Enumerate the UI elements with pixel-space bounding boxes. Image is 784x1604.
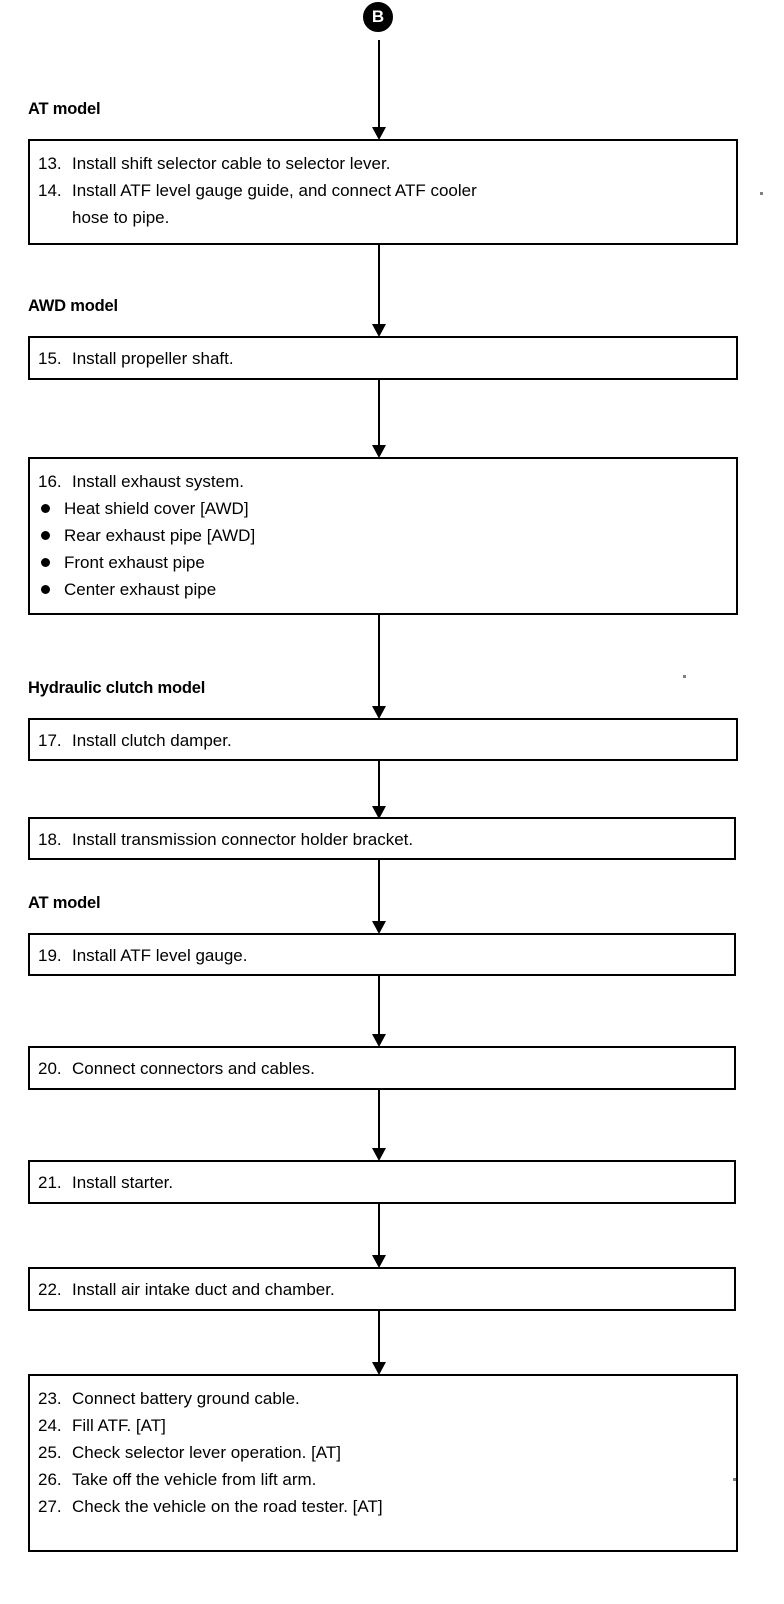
- bullet-text: Rear exhaust pipe [AWD]: [64, 526, 256, 545]
- step-list: 15. Install propeller shaft.: [38, 345, 736, 372]
- scan-speck: [683, 675, 686, 678]
- step-line: 18. Install transmission connector holde…: [38, 826, 734, 853]
- step-box-16: 16. Install exhaust system. Heat shield …: [28, 457, 738, 615]
- step-text: Install transmission connector holder br…: [72, 830, 414, 849]
- bullet-item: Front exhaust pipe: [38, 549, 736, 576]
- step-box-17: 17. Install clutch damper.: [28, 718, 738, 761]
- step-text: Install propeller shaft.: [72, 349, 234, 368]
- step-line: 20. Connect connectors and cables.: [38, 1055, 734, 1082]
- bullet-item: Center exhaust pipe: [38, 576, 736, 603]
- step-line: 21. Install starter.: [38, 1169, 734, 1196]
- step-number: 13.: [38, 154, 62, 173]
- step-line: 22. Install air intake duct and chamber.: [38, 1276, 734, 1303]
- step-list: 18. Install transmission connector holde…: [38, 826, 734, 853]
- step-number: 18.: [38, 830, 62, 849]
- step-line: 16. Install exhaust system.: [38, 468, 736, 495]
- step-number: 16.: [38, 472, 62, 491]
- step-box-15: 15. Install propeller shaft.: [28, 336, 738, 380]
- step-number: 21.: [38, 1173, 62, 1192]
- step-number: 17.: [38, 731, 62, 750]
- section-header-hydraulic-clutch-model: Hydraulic clutch model: [28, 679, 206, 697]
- bullet-dot-icon: [38, 522, 64, 549]
- step-number: 22.: [38, 1280, 62, 1299]
- step-box-21: 21. Install starter.: [28, 1160, 736, 1204]
- step-text: Fill ATF. [AT]: [72, 1416, 166, 1435]
- step-line: 17. Install clutch damper.: [38, 727, 736, 754]
- scan-speck: [760, 192, 763, 195]
- bullet-dot-icon: [38, 495, 64, 522]
- arrow-box-17-to-box-18: [371, 761, 387, 819]
- step-line: 26. Take off the vehicle from lift arm.: [38, 1466, 736, 1493]
- step-number: 19.: [38, 946, 62, 965]
- section-header-awd-model: AWD model: [28, 297, 118, 315]
- arrow-box-19-to-box-20: [371, 976, 387, 1047]
- step-number: 26.: [38, 1470, 62, 1489]
- arrow-box-15-to-box-16: [371, 380, 387, 458]
- scan-speck: [733, 1478, 736, 1481]
- step-list: 20. Connect connectors and cables.: [38, 1055, 734, 1082]
- step-line: 25. Check selector lever operation. [AT]: [38, 1439, 736, 1466]
- bullet-text: Front exhaust pipe: [64, 553, 205, 572]
- step-list: 13. Install shift selector cable to sele…: [38, 150, 736, 231]
- arrow-connector-to-box-13: [371, 40, 387, 140]
- step-box-18: 18. Install transmission connector holde…: [28, 817, 736, 860]
- step-line: 24. Fill ATF. [AT]: [38, 1412, 736, 1439]
- step-number: 25.: [38, 1443, 62, 1462]
- step-line: 15. Install propeller shaft.: [38, 345, 736, 372]
- page-connector-b: B: [363, 2, 393, 32]
- step-list: 16. Install exhaust system. Heat shield …: [38, 468, 736, 603]
- step-number: 15.: [38, 349, 62, 368]
- step-box-23-27: 23. Connect battery ground cable. 24. Fi…: [28, 1374, 738, 1552]
- step-line: 27. Check the vehicle on the road tester…: [38, 1493, 736, 1520]
- step-number: 23.: [38, 1389, 62, 1408]
- bullet-dot-icon: [38, 576, 64, 603]
- step-text: Install air intake duct and chamber.: [72, 1280, 335, 1299]
- step-line: 23. Connect battery ground cable.: [38, 1385, 736, 1412]
- step-line: 14. Install ATF level gauge guide, and c…: [38, 177, 736, 204]
- step-line: 13. Install shift selector cable to sele…: [38, 150, 736, 177]
- step-text: Install clutch damper.: [72, 731, 232, 750]
- step-text: Install starter.: [72, 1173, 174, 1192]
- step-box-20: 20. Connect connectors and cables.: [28, 1046, 736, 1090]
- step-number: 14.: [38, 181, 62, 200]
- arrow-box-21-to-box-22: [371, 1204, 387, 1268]
- step-text: Connect connectors and cables.: [72, 1059, 315, 1078]
- bullet-item: Heat shield cover [AWD]: [38, 495, 736, 522]
- section-header-at-model-1: AT model: [28, 100, 101, 118]
- step-text: Install ATF level gauge guide, and conne…: [72, 181, 477, 200]
- section-header-at-model-2: AT model: [28, 894, 101, 912]
- step-number: 20.: [38, 1059, 62, 1078]
- step-text: Install exhaust system.: [72, 472, 244, 491]
- step-list: 19. Install ATF level gauge.: [38, 942, 734, 969]
- step-number: 27.: [38, 1497, 62, 1516]
- bullet-item: Rear exhaust pipe [AWD]: [38, 522, 736, 549]
- arrow-box-22-to-box-23: [371, 1311, 387, 1375]
- step-list: 23. Connect battery ground cable. 24. Fi…: [38, 1385, 736, 1520]
- step-text: Check the vehicle on the road tester. [A…: [72, 1497, 383, 1516]
- arrow-box-18-to-box-19: [371, 860, 387, 934]
- step-box-13-14: 13. Install shift selector cable to sele…: [28, 139, 738, 245]
- step-text-continuation: hose to pipe.: [72, 208, 170, 227]
- step-list: 22. Install air intake duct and chamber.: [38, 1276, 734, 1303]
- step-text: Connect battery ground cable.: [72, 1389, 300, 1408]
- step-line: 19. Install ATF level gauge.: [38, 942, 734, 969]
- step-list: 17. Install clutch damper.: [38, 727, 736, 754]
- bullet-text: Heat shield cover [AWD]: [64, 499, 249, 518]
- step-text: Install ATF level gauge.: [72, 946, 248, 965]
- step-text: Install shift selector cable to selector…: [72, 154, 391, 173]
- step-box-19: 19. Install ATF level gauge.: [28, 933, 736, 976]
- step-list: 21. Install starter.: [38, 1169, 734, 1196]
- step-box-22: 22. Install air intake duct and chamber.: [28, 1267, 736, 1311]
- arrow-box-16-to-box-17: [371, 615, 387, 719]
- step-text: Take off the vehicle from lift arm.: [72, 1470, 317, 1489]
- arrow-box-13-to-box-15: [371, 245, 387, 337]
- arrow-box-20-to-box-21: [371, 1090, 387, 1161]
- step-text: Check selector lever operation. [AT]: [72, 1443, 341, 1462]
- step-number: 24.: [38, 1416, 62, 1435]
- bullet-text: Center exhaust pipe: [64, 580, 217, 599]
- bullet-dot-icon: [38, 549, 64, 576]
